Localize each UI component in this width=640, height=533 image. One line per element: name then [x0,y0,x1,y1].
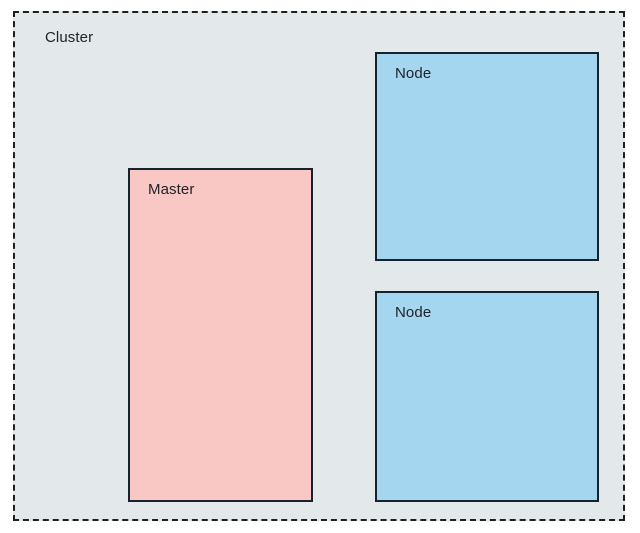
worker-node-label-2: Node [395,304,432,321]
worker-node-box-1[interactable]: Node [375,52,599,261]
master-node-label: Master [148,181,195,198]
cluster-label: Cluster [45,29,94,46]
cluster-container[interactable]: Cluster Master Node Node [13,11,625,521]
worker-node-label-1: Node [395,65,432,82]
master-node-box[interactable]: Master [128,168,313,502]
worker-node-box-2[interactable]: Node [375,291,599,502]
